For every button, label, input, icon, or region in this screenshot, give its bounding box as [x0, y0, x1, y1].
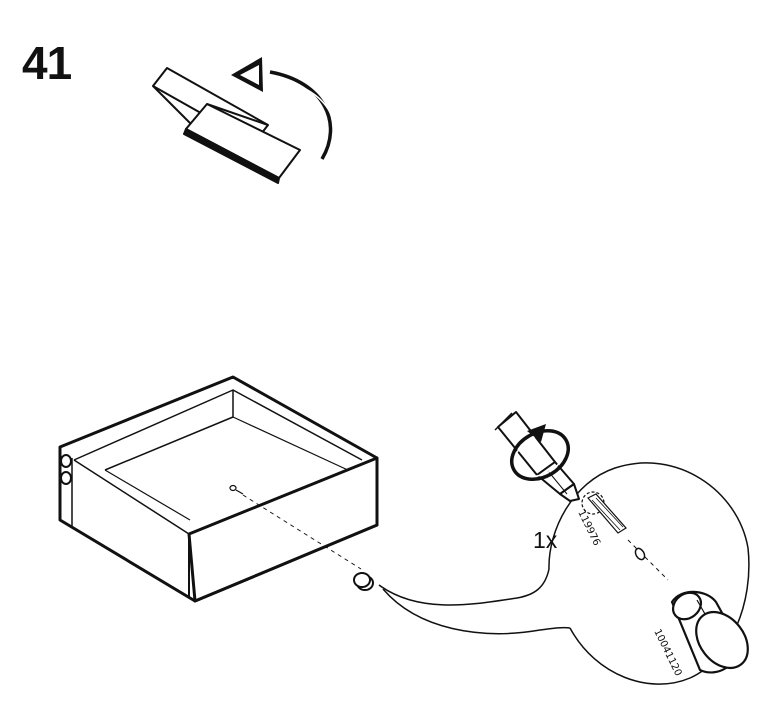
- screwdriver-illustration: [494, 411, 580, 502]
- screw-position-marker: [229, 484, 362, 570]
- screw-illustration: [581, 491, 627, 534]
- alignment-line: [627, 539, 669, 581]
- flip-panel-illustration: [152, 67, 301, 184]
- knob-small-illustration: [353, 572, 374, 591]
- quantity-label: 1x: [533, 527, 558, 553]
- step-number: 41: [22, 37, 72, 89]
- rotate-clockwise-icon: [510, 424, 570, 481]
- detail-callout: [378, 462, 750, 685]
- drawer-illustration: [58, 375, 379, 603]
- knob-illustration: [670, 590, 749, 674]
- rotate-arrow-icon: [231, 57, 336, 160]
- screw-part-number: 119976: [575, 508, 602, 547]
- knob-part-number: 10041120: [651, 627, 683, 678]
